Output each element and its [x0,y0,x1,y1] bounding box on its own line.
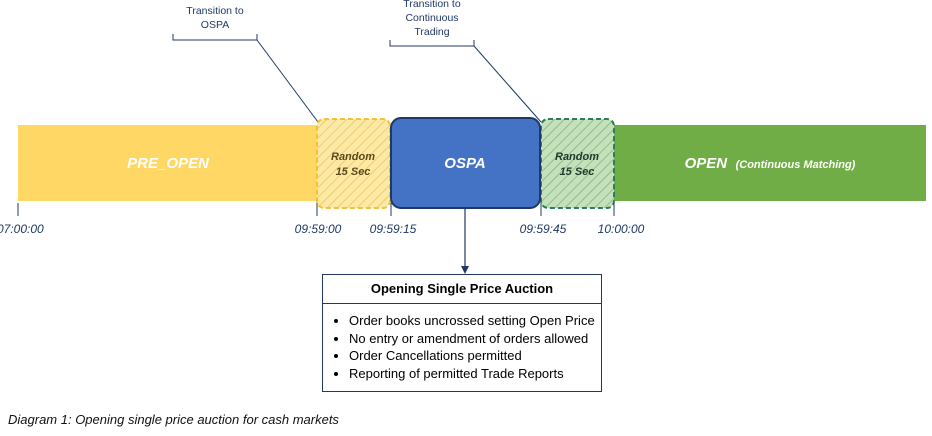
random1-label-line1: Random [331,151,375,163]
list-item: No entry or amendment of orders allowed [349,330,601,348]
callout-cont-line3: Trading [414,26,449,38]
list-item: Order Cancellations permitted [349,347,601,365]
callout-transition-ospa: Transition to OSPA [172,5,319,123]
open-label-sub: (Continuous Matching) [736,159,856,171]
random2-label-line1: Random [555,151,599,163]
time-label-1000: 10:00:00 [598,222,645,236]
time-ticks [17,203,615,216]
callout-transition-continuous: Transition to Continuous Trading [389,0,542,123]
callout-ospa-line1: Transition to [186,5,244,17]
callout-ospa-line2: OSPA [201,19,229,31]
pre-open-label: PRE_OPEN [127,155,210,172]
pre-open-bar [18,125,318,201]
callout-cont-pointer [473,45,542,123]
time-label-095945: 09:59:45 [520,222,567,236]
random2-label-line2: 15 Sec [560,166,595,178]
diagram-caption: Diagram 1: Opening single price auction … [8,412,339,427]
open-bar [612,125,926,201]
time-label-095900: 09:59:00 [295,222,342,236]
callout-cont-line2: Continuous [405,12,458,24]
auction-info-list: Order books uncrossed setting Open Price… [323,312,601,382]
random-window-1 [316,118,391,209]
ospa-arrow-head [461,266,469,274]
callout-cont-line1: Transition to [403,0,461,10]
list-item: Order books uncrossed setting Open Price [349,312,601,330]
callout-ospa-bracket [172,34,258,41]
time-label-095915: 09:59:15 [370,222,417,236]
ospa-label: OSPA [444,155,485,172]
open-label: OPEN (Continuous Matching) [685,155,856,172]
random-window-2 [540,118,615,209]
callout-ospa-pointer [256,39,319,123]
random1-label-line2: 15 Sec [336,166,371,178]
list-item: Reporting of permitted Trade Reports [349,365,601,383]
auction-info-box: Opening Single Price Auction Order books… [322,274,602,392]
callout-cont-bracket [389,40,475,47]
open-label-main: OPEN [685,155,729,172]
time-label-0700: 07:00:00 [0,222,44,236]
auction-info-title: Opening Single Price Auction [323,275,601,304]
